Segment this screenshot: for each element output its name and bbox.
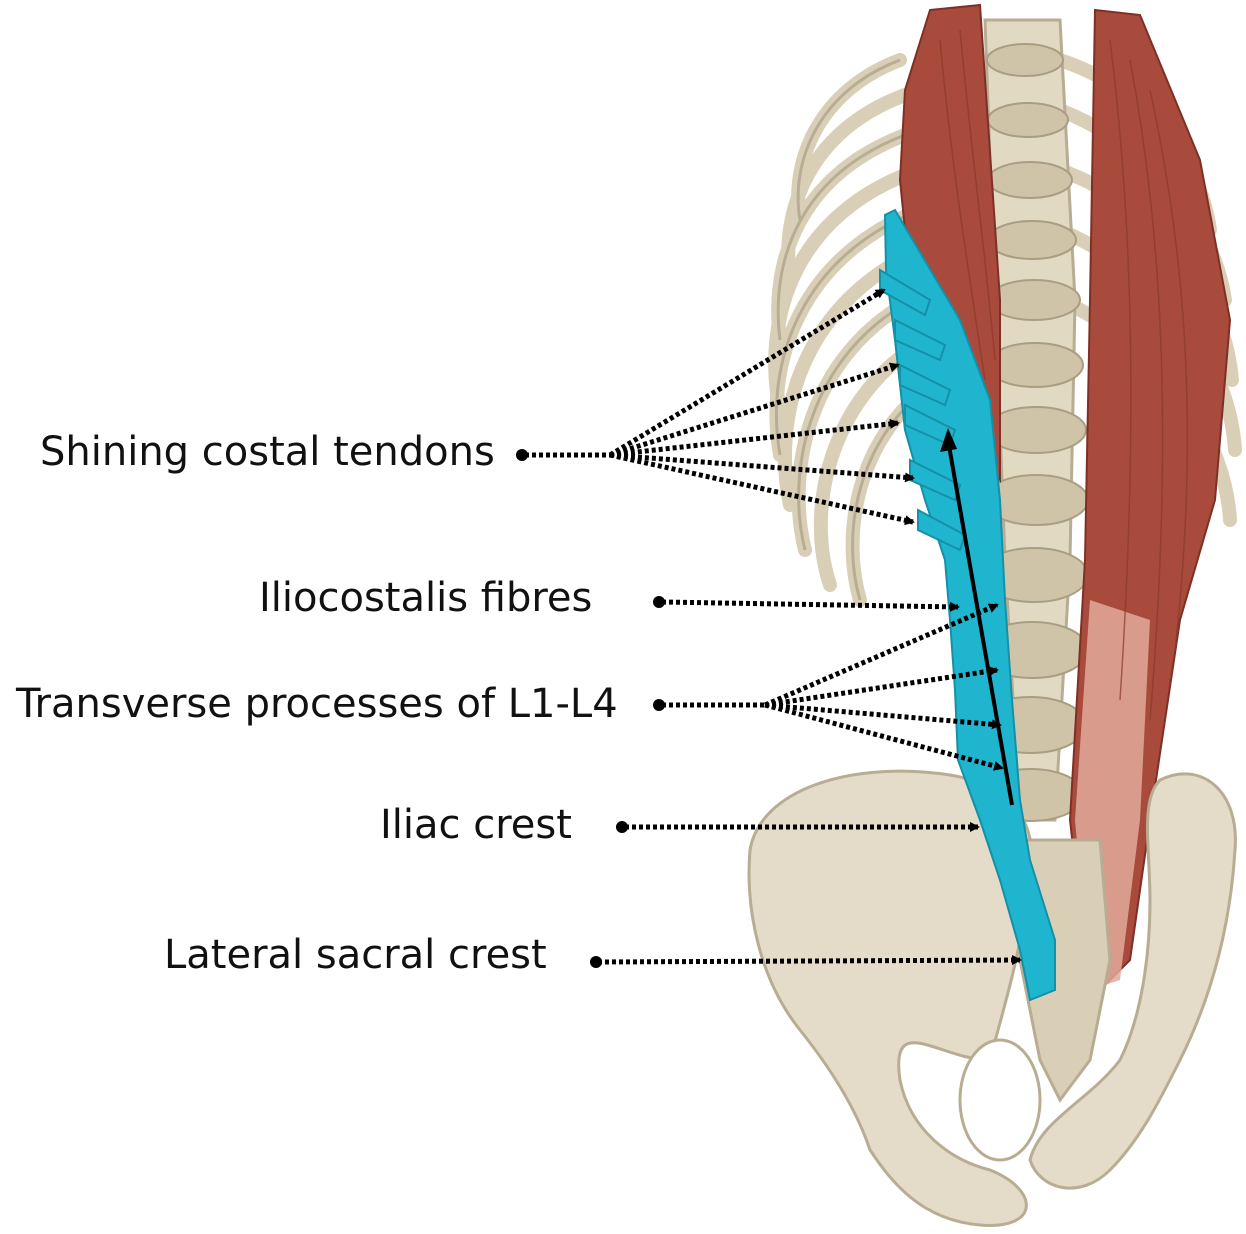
label-lateral-sacral-crest: Lateral sacral crest [164, 935, 547, 975]
label-transverse-processes: Transverse processes of L1-L4 [16, 684, 618, 724]
sacral-crest-leader [598, 960, 1020, 962]
fibres-leader [662, 602, 958, 607]
label-iliocostalis-fibres: Iliocostalis fibres [259, 578, 592, 618]
label-shining-costal-tendons: Shining costal tendons [40, 432, 495, 472]
label-iliac-crest: Iliac crest [380, 805, 572, 845]
